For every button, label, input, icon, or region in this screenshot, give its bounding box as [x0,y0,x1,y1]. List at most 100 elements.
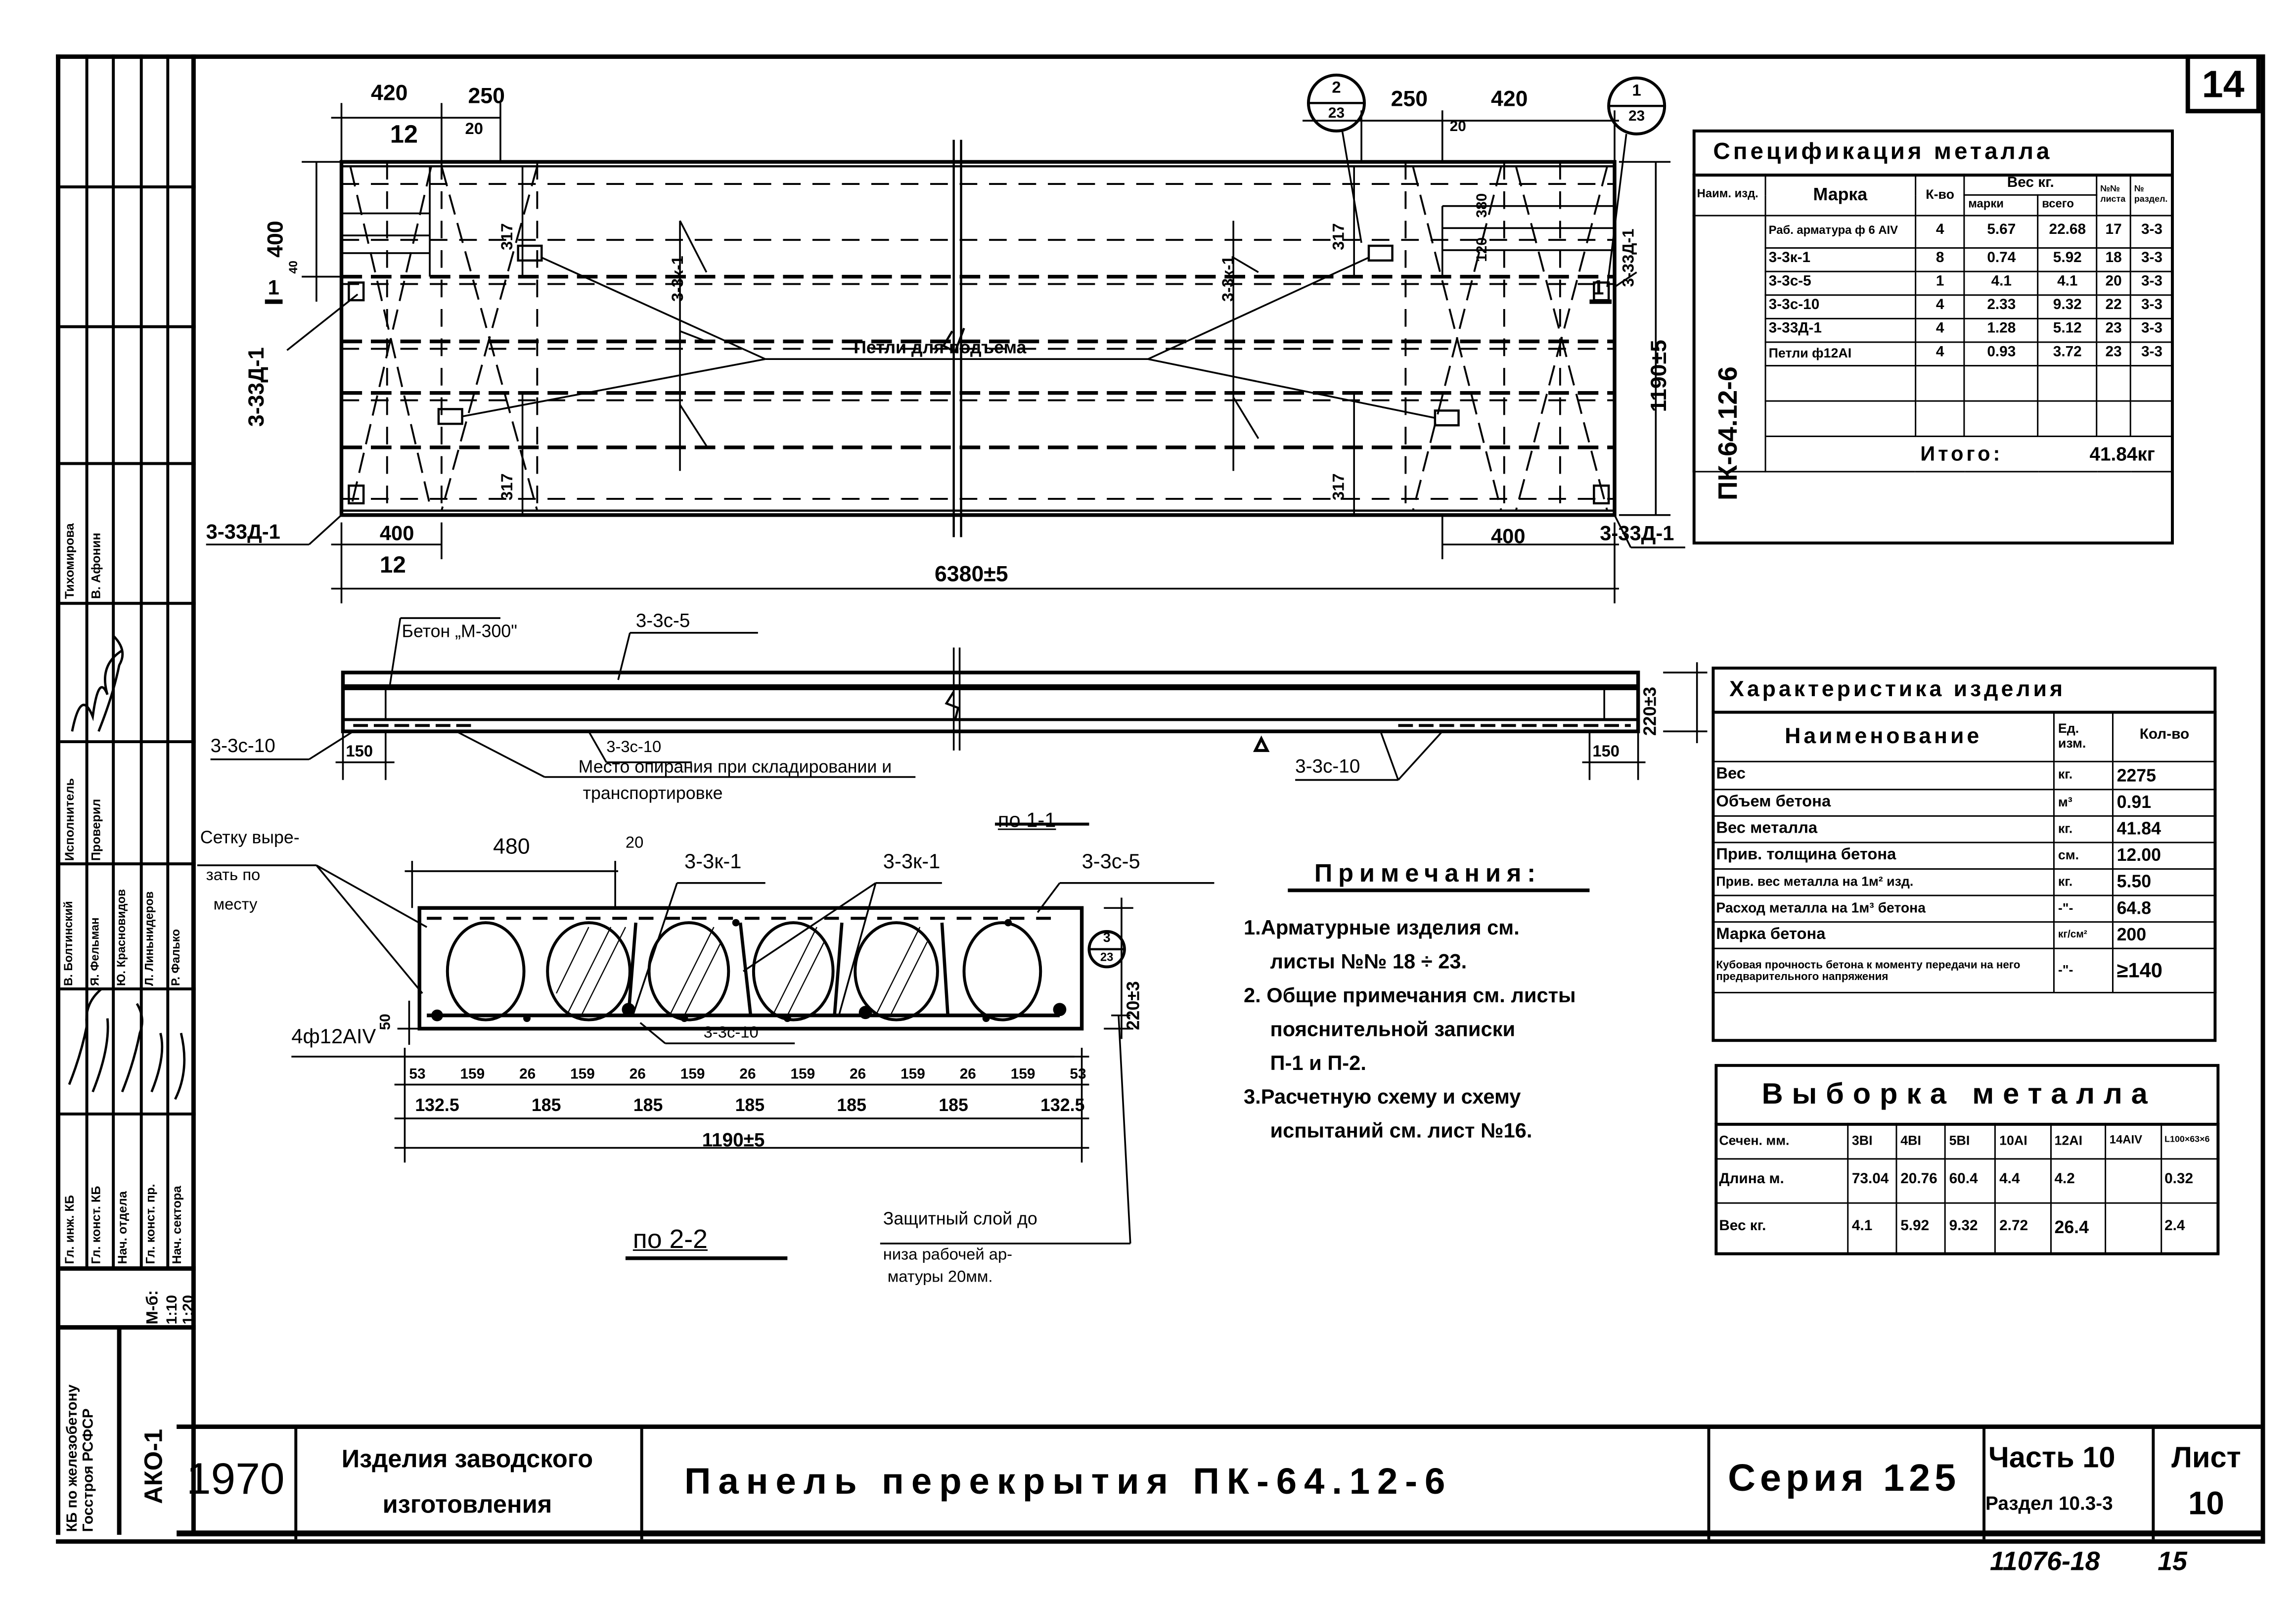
spec-weight-per: 1.28 [1987,321,2016,338]
dim-50: 50 [378,1014,395,1030]
dim-overall-width: 1190±5 [1647,340,1672,412]
spec-total-value: 41.84кг [2089,443,2155,465]
char-header-value: Кол-во [2139,727,2190,744]
title-category-line1: Изделия заводского [341,1445,593,1473]
char-name: Прив. вес металла на 1м² изд. [1716,874,1914,889]
char-row: Прив. вес металла на 1м² изд.кг.5.50 [1711,868,2217,896]
dim-53: 53 [409,1067,426,1083]
spec-qty: 1 [1936,274,1944,291]
callout-1-bottom: 23 [1328,106,1345,123]
dim-26: 26 [519,1067,536,1083]
title-year: 1970 [186,1455,285,1504]
spec-section: 3-3 [2141,321,2162,338]
sheet-frame [56,54,2265,1544]
char-unit: м³ [2058,794,2072,809]
title-section: Раздел 10.3-3 [1985,1492,2113,1514]
dim-250-left: 250 [468,84,505,109]
title-part: Часть 10 [1988,1442,2116,1475]
char-unit: кг. [2058,874,2073,889]
sel-header: 12AI [2054,1133,2083,1148]
spec-row-empty [1693,365,2174,402]
sel-header: 5BI [1949,1133,1970,1148]
char-value: 0.91 [2116,792,2152,813]
dim-132-5: 132.5 [1040,1095,1085,1116]
spec-sheet: 22 [2105,297,2122,314]
note-3-line1: 3.Расчетную схему и схему [1243,1084,1521,1109]
label-section-bottom-mesh: 3-3с-10 [703,1024,759,1042]
section-title-1-1: по 1-1 [997,807,1056,832]
char-value: 12.00 [2116,845,2161,866]
spec-table: Спецификация металла ПК-64.12-6 Наим. из… [1692,129,2174,545]
dim-159: 159 [460,1067,485,1083]
spec-header-section: № раздел. [2134,185,2168,204]
note-cut-mesh-3: месту [213,896,258,914]
char-value: 2275 [2116,764,2157,786]
char-name: Марка бетона [1716,925,1826,943]
spec-weight-total: 5.92 [2053,250,2082,267]
sel-cell: 2.4 [2164,1219,2185,1235]
notes-title: Примечания: [1314,859,1542,888]
spec-row: 3-3с-5 1 4.1 4.1 20 3-3 [1693,270,2174,296]
label-section-top-mesh: 3-3с-5 [1081,849,1140,873]
title-part-cell: Часть 10 Раздел 10.3-3 [1982,1428,2155,1540]
spec-section: 3-3 [2141,274,2162,291]
title-sheet-cell: Лист 10 [2152,1429,2260,1539]
spec-mark: Раб. арматура ф 6 AIV [1768,224,1898,238]
spec-section: 3-3 [2141,297,2162,314]
dims-row-2: 132.5 185 185 185 185 185 132.5 [415,1096,1084,1114]
label-frame-3-3k-1-b: 3-3к-1 [883,849,941,873]
dim-12-left: 12 [390,121,418,149]
char-name: Прив. толщина бетона [1716,845,1896,864]
label-concrete-grade: Бетон „М-300" [402,621,517,642]
section-mark-left: 1 [268,275,279,299]
spec-weight-per: 2.33 [1987,297,2016,314]
char-value: 200 [2116,924,2147,945]
dim-20-left: 20 [465,121,483,138]
char-value: ≥140 [2116,958,2162,982]
note-cut-mesh-2: зать по [206,867,261,885]
spec-header-weight-total: всего [2042,197,2074,211]
dim-480: 480 [493,834,530,860]
spec-sheet: 18 [2105,250,2122,267]
dim-26: 26 [629,1067,646,1083]
spec-total-row: Итого: 41.84кг [1692,435,2174,473]
char-unit: -"- [2058,962,2073,977]
char-name: Расход металла на 1м³ бетона [1716,900,1926,916]
label-bottom-mesh-mid: 3-3с-10 [606,739,662,756]
dim-159: 159 [900,1067,925,1083]
page-number: 15 [2158,1547,2187,1576]
spec-mark: 3-3с-10 [1768,297,1820,314]
spec-mark: 3-3к-1 [1768,250,1811,267]
title-year-cell: 1970 [177,1428,298,1540]
sel-cell: 5.92 [1900,1219,1930,1235]
spec-row: 3-3с-10 4 2.33 9.32 22 3-3 [1693,294,2174,319]
label-3-33d-1-bottom-right: 3-33Д-1 [1600,521,1674,545]
spec-weight-per: 4.1 [1991,274,2012,291]
dim-380: 380 [1475,193,1491,218]
cover-note-1: Защитный слой до [883,1208,1037,1229]
title-series: Серия 125 [1728,1455,1961,1500]
char-value: 64.8 [2116,898,2152,919]
spec-weight-total: 4.1 [2057,274,2078,291]
spec-qty: 4 [1936,222,1944,239]
title-main-cell: Панель перекрытия ПК-64.12-6 [640,1428,1711,1540]
sel-cell: 20.76 [1900,1171,1937,1188]
notes-list: 1.Арматурные изделия см. листы №№ 18 ÷ 2… [1244,917,1576,1140]
selection-table: Выборка металла Сечен. мм. 3BI 4BI 5BI 1… [1714,1064,2220,1255]
dim-317-c: 317 [1330,223,1349,250]
char-unit: кг. [2058,767,2073,782]
dim-400-vertical: 400 [263,221,289,258]
sel-cell: 9.32 [1949,1219,1978,1235]
spec-sheet: 20 [2105,274,2122,291]
callout-1-top: 2 [1332,79,1341,97]
dim-20-section: 20 [625,834,644,852]
sel-cell: 26.4 [2054,1217,2089,1238]
spec-total-label: Итого: [1920,441,2003,465]
note-2-line1: 2. Общие примечания см. листы [1243,983,1576,1007]
dim-132-5: 132.5 [415,1095,459,1116]
label-frame-3-3k-1-a: 3-3к-1 [684,849,742,873]
char-unit: кг. [2058,821,2073,836]
